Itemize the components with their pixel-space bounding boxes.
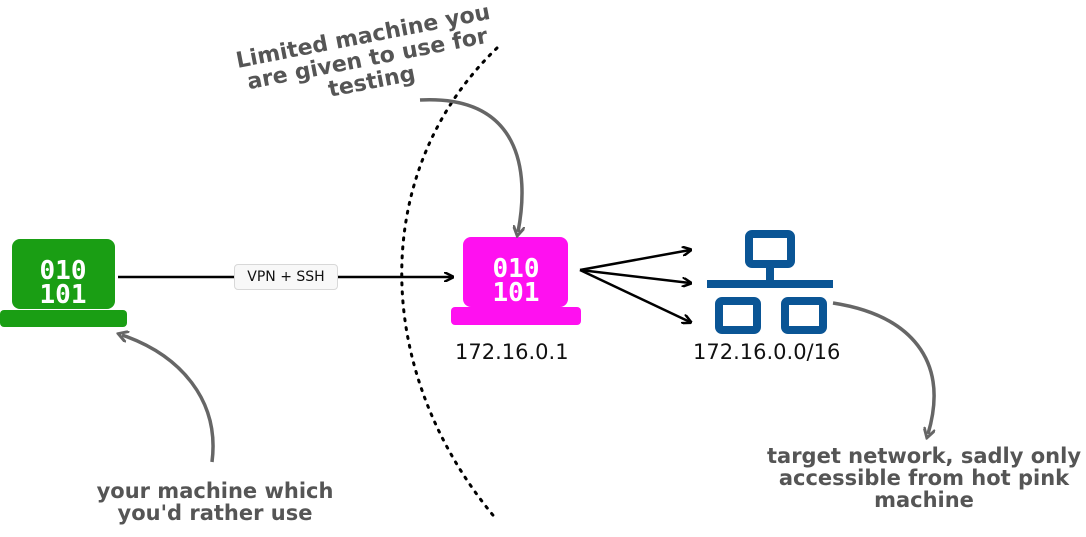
your-machine-bits-bottom: 101 [40,280,87,310]
limited-machine-bits-bottom: 101 [493,278,540,308]
connection-arrow-middle [579,268,690,283]
limited-machine-ip: 172.16.0.1 [455,340,569,364]
target-network-icon [707,230,833,334]
vpn-ssh-label: VPN + SSH [234,264,338,290]
limited-machine-annotation-arrow [419,98,522,232]
target-network-annotation-arrow [832,301,936,434]
your-machine-annotation: your machine which you'd rather use [96,479,334,526]
connection-arrow-lower [579,268,690,322]
limited-machine-laptop-icon: 010 101 [451,237,581,325]
your-machine-laptop-icon: 010 101 [0,239,127,327]
your-machine-bits-top: 010 [40,256,87,286]
your-machine-annotation-arrow [122,335,215,463]
connection-arrow-upper [579,250,690,272]
limited-machine-bits-top: 010 [493,254,540,284]
target-network-annotation: target network, sadly only accessible fr… [766,444,1082,513]
target-network-cidr: 172.16.0.0/16 [693,340,841,364]
